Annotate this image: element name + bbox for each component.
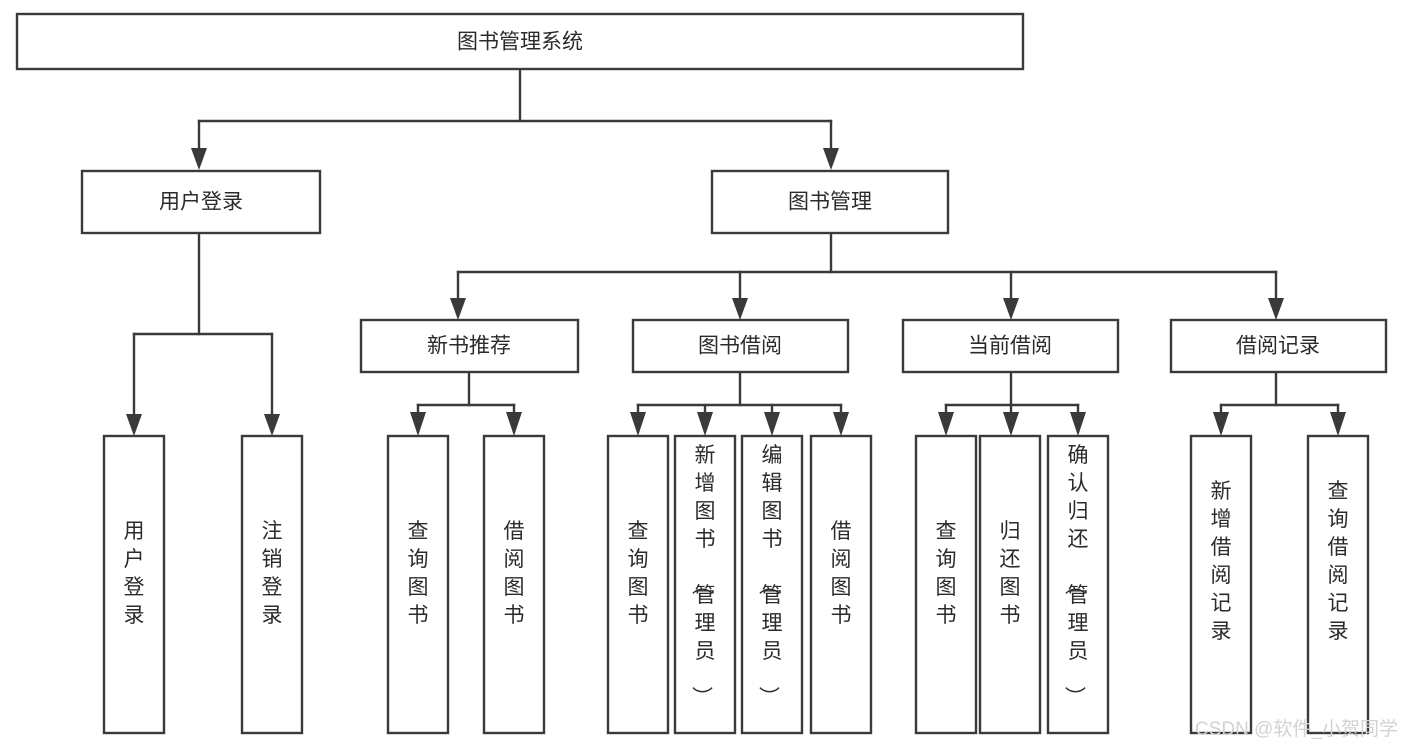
leaf-edit-book-label: 编辑图书（管理员） (757, 444, 783, 707)
node-book-manage[interactable]: 图书管理 (710, 169, 950, 235)
node-current-borrow-label: 当前借阅 (968, 335, 1052, 358)
leaf-borrow-book-1[interactable]: 借阅图书 (482, 434, 546, 735)
leaf-confirm-return[interactable]: 确认归还（管理员） (1046, 434, 1110, 735)
connector-bookborrow-to-leaves (630, 370, 849, 436)
leaf-return-book[interactable]: 归还图书 (978, 434, 1042, 735)
node-borrow-record[interactable]: 借阅记录 (1169, 318, 1388, 374)
leaf-add-book[interactable]: 新增图书（管理员） (673, 434, 737, 735)
csdn-watermark: CSDN @软件_小贺同学 (1195, 718, 1398, 740)
leaf-add-record-label: 新增借阅记录 (1211, 480, 1232, 643)
leaf-add-record[interactable]: 新增借阅记录 (1189, 434, 1253, 735)
connector-bookmanage-to-level2 (450, 231, 1284, 320)
node-book-manage-label: 图书管理 (788, 191, 872, 214)
leaf-user-logout[interactable]: 注销登录 (240, 434, 304, 735)
leaf-return-book-label: 归还图书 (1000, 520, 1021, 627)
leaf-query-book-1[interactable]: 查询图书 (386, 434, 450, 735)
leaf-query-record[interactable]: 查询借阅记录 (1306, 434, 1370, 735)
node-new-book-recommend-label: 新书推荐 (427, 335, 511, 358)
leaf-query-book-2-label: 查询图书 (628, 520, 649, 627)
leaf-borrow-book-2[interactable]: 借阅图书 (809, 434, 873, 735)
leaf-confirm-return-label: 确认归还（管理员） (1063, 444, 1089, 707)
connector-userlogin-to-leaves (126, 231, 280, 436)
connector-root-to-level1 (191, 67, 839, 170)
node-book-borrow[interactable]: 图书借阅 (631, 318, 850, 374)
leaf-query-book-3-label: 查询图书 (936, 520, 957, 627)
node-book-borrow-label: 图书借阅 (698, 335, 782, 358)
leaf-borrow-book-2-label: 借阅图书 (831, 520, 852, 627)
node-user-login-label: 用户登录 (159, 191, 243, 214)
leaf-add-book-label: 新增图书（管理员） (690, 444, 716, 707)
connector-currentborrow-to-leaves (938, 370, 1086, 436)
leaf-user-login[interactable]: 用户登录 (102, 434, 166, 735)
node-new-book-recommend[interactable]: 新书推荐 (359, 318, 580, 374)
connector-newbook-to-leaves (410, 370, 522, 436)
leaf-edit-book[interactable]: 编辑图书（管理员） (740, 434, 804, 735)
leaf-query-book-3[interactable]: 查询图书 (914, 434, 978, 735)
node-current-borrow[interactable]: 当前借阅 (901, 318, 1120, 374)
leaf-query-book-1-label: 查询图书 (408, 520, 429, 627)
leaf-user-login-label: 用户登录 (124, 520, 145, 627)
connector-borrowrecord-to-leaves (1213, 370, 1346, 436)
leaf-borrow-book-1-label: 借阅图书 (504, 520, 525, 627)
leaf-query-book-2[interactable]: 查询图书 (606, 434, 670, 735)
node-root-label: 图书管理系统 (457, 31, 583, 54)
leaf-user-logout-label: 注销登录 (262, 520, 283, 627)
node-user-login[interactable]: 用户登录 (80, 169, 322, 235)
leaf-query-record-label: 查询借阅记录 (1328, 480, 1349, 643)
node-root[interactable]: 图书管理系统 (15, 12, 1025, 71)
node-borrow-record-label: 借阅记录 (1236, 335, 1320, 358)
